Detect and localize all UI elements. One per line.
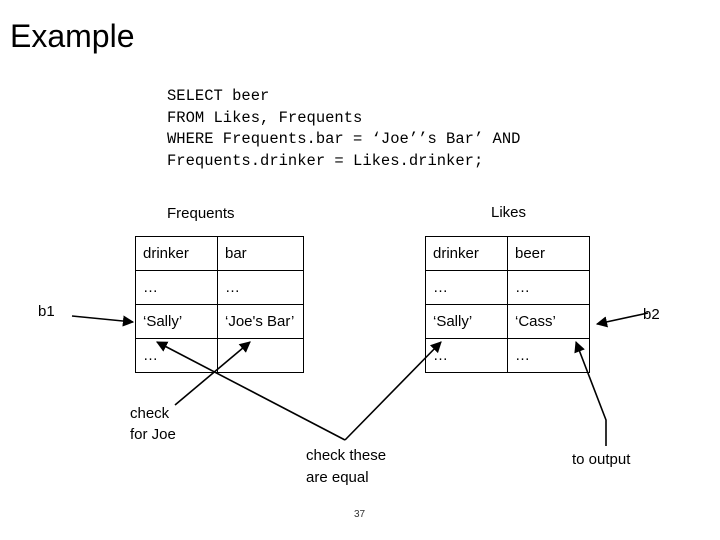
slide-title: Example <box>10 18 135 54</box>
check-equal-arrow-left <box>156 341 346 441</box>
check-joe-note: check for Joe <box>130 403 176 445</box>
frequents-table-name: Frequents <box>167 205 235 222</box>
to-output-arrow <box>574 340 607 446</box>
b1-pointer-arrow <box>71 315 135 327</box>
check-equal-line-2: are equal <box>306 469 369 486</box>
table-cell: ‘Joe's Bar’ <box>217 304 304 339</box>
sql-line-where: WHERE Frequents.bar = ‘Joe’’s Bar’ AND <box>167 130 521 148</box>
check-equal-line-1: check these <box>306 447 387 464</box>
sql-line-select: SELECT beer <box>167 87 270 105</box>
table-row: … … <box>135 270 304 305</box>
b1-label: b1 <box>38 303 55 320</box>
table-cell: … <box>507 270 590 305</box>
table-row: … <box>135 338 304 373</box>
likes-table-name: Likes <box>491 204 527 221</box>
table-cell: ‘Cass’ <box>507 304 590 339</box>
frequents-table: drinker bar … … ‘Sally’ ‘Joe's Bar’ … <box>135 236 304 373</box>
b2-label: b2 <box>643 306 660 323</box>
check-equal-note: check these are equal <box>306 445 386 489</box>
check-joe-line-2: for Joe <box>130 426 176 443</box>
check-joe-line-1: check <box>130 405 170 422</box>
sql-line-from: FROM Likes, Frequents <box>167 108 363 127</box>
to-output-note: to output <box>572 451 631 468</box>
b2-pointer-arrow <box>595 312 649 328</box>
check-equal-arrow-right <box>344 341 442 441</box>
sql-query: SELECT beer FROM Likes, Frequents WHERE … <box>167 86 520 172</box>
table-row: … … <box>425 338 590 373</box>
sql-line-join: Frequents.drinker = Likes.drinker; <box>167 151 484 170</box>
likes-table: drinker beer … … ‘Sally’ ‘Cass’ … … <box>425 236 590 373</box>
table-cell: … <box>135 270 218 305</box>
column-header: beer <box>507 236 590 271</box>
table-cell <box>217 338 304 373</box>
table-cell: … <box>217 270 304 305</box>
check-joe-arrow <box>174 341 251 406</box>
column-header: bar <box>217 236 304 271</box>
page-number: 37 <box>354 509 366 520</box>
table-row: … … <box>425 270 590 305</box>
